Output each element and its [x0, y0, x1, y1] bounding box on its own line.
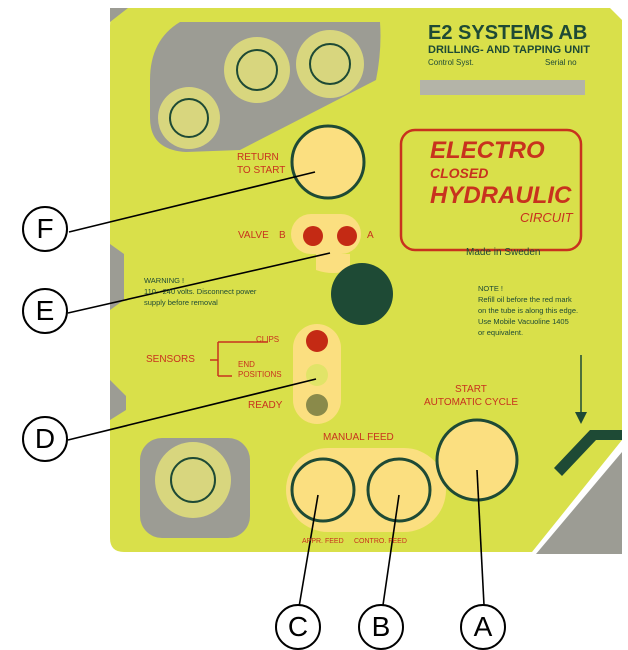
connector: [224, 37, 290, 103]
return-label-line2: TO START: [237, 165, 286, 176]
product-name: DRILLING- AND TAPPING UNIT: [428, 44, 590, 56]
grey-corner: [536, 452, 622, 554]
note-arrow-head: [575, 412, 587, 424]
electro-text: ELECTRO: [430, 137, 545, 164]
note-line3: Use Mobile Vacuoline 1405: [478, 317, 569, 326]
connector: [158, 87, 220, 149]
callout-line-b: [382, 494, 400, 606]
manual-feed-label: MANUAL FEED: [323, 432, 394, 443]
approach-feed-button-face: [290, 457, 356, 523]
approach-feed-label: APPR. FEED: [302, 538, 344, 545]
circuit-box: [399, 128, 583, 252]
end-label: END: [238, 360, 255, 369]
callout-line-a: [476, 469, 485, 606]
warning-line1: 110 - 240 volts. Disconnect power: [144, 287, 257, 296]
valve-label: VALVE: [238, 230, 269, 241]
callout-a: A: [460, 604, 506, 650]
callout-b: B: [358, 604, 404, 650]
callout-c: C: [275, 604, 321, 650]
start-label-line2: AUTOMATIC CYCLE: [424, 397, 519, 408]
made-in-label: Made in Sweden: [466, 247, 541, 258]
grey-notch: [110, 244, 124, 310]
control-feed-button[interactable]: [368, 459, 430, 521]
valve-a-label: A: [367, 230, 374, 241]
green-indicator: [331, 263, 393, 325]
callout-e: E: [22, 288, 68, 334]
serial-number-label: Serial no: [545, 58, 577, 67]
note-line1: Refill oil before the red mark: [478, 295, 572, 304]
company-name: E2 SYSTEMS AB: [428, 22, 588, 44]
return-label-line1: RETURN: [237, 152, 279, 163]
valve-a-lamp: [337, 226, 357, 246]
return-to-start-button[interactable]: [292, 126, 364, 198]
valve-plate-tab: [316, 254, 350, 273]
serial-plate: [420, 80, 585, 95]
warning-title: WARNING !: [144, 276, 185, 285]
callout-line-f: [68, 171, 316, 233]
warning-line2: supply before removal: [144, 298, 218, 307]
sensors-label: SENSORS: [146, 354, 195, 365]
clips-lamp: [306, 330, 328, 352]
end-positions-lamp: [306, 364, 328, 386]
note-line4: or equivalent.: [478, 328, 524, 337]
connector: [155, 442, 231, 518]
clips-label: CLIPS: [256, 335, 280, 344]
control-system-label: Control Syst.: [428, 58, 474, 67]
control-feed-button-face: [366, 457, 432, 523]
grey-notch: [110, 380, 126, 420]
ready-lamp: [306, 394, 328, 416]
sensors-bracket: [210, 341, 268, 377]
start-automatic-cycle-button[interactable]: [437, 420, 517, 500]
control-feed-label: CONTRO. FEED: [354, 538, 407, 545]
start-button-face: [435, 418, 519, 502]
return-to-start-button-face: [290, 124, 366, 200]
circuit-text: CIRCUIT: [520, 210, 573, 225]
valve-b-lamp: [303, 226, 323, 246]
grey-corner: [110, 8, 128, 22]
ready-label: READY: [248, 400, 283, 411]
callout-line-e: [67, 252, 331, 314]
valve-b-label: B: [279, 230, 286, 241]
positions-label: POSITIONS: [238, 370, 282, 379]
hydraulic-text: HYDRAULIC: [430, 182, 572, 209]
note-line2: on the tube is along this edge.: [478, 306, 579, 315]
start-label-line1: START: [455, 384, 487, 395]
callout-f: F: [22, 206, 68, 252]
approach-feed-button[interactable]: [292, 459, 354, 521]
connector: [296, 30, 364, 98]
callout-line-c: [298, 494, 319, 608]
callout-d: D: [22, 416, 68, 462]
closed-text: CLOSED: [430, 165, 489, 181]
oil-mark-bracket: [554, 430, 622, 476]
callout-line-d: [67, 378, 317, 441]
note-title: NOTE !: [478, 284, 504, 293]
